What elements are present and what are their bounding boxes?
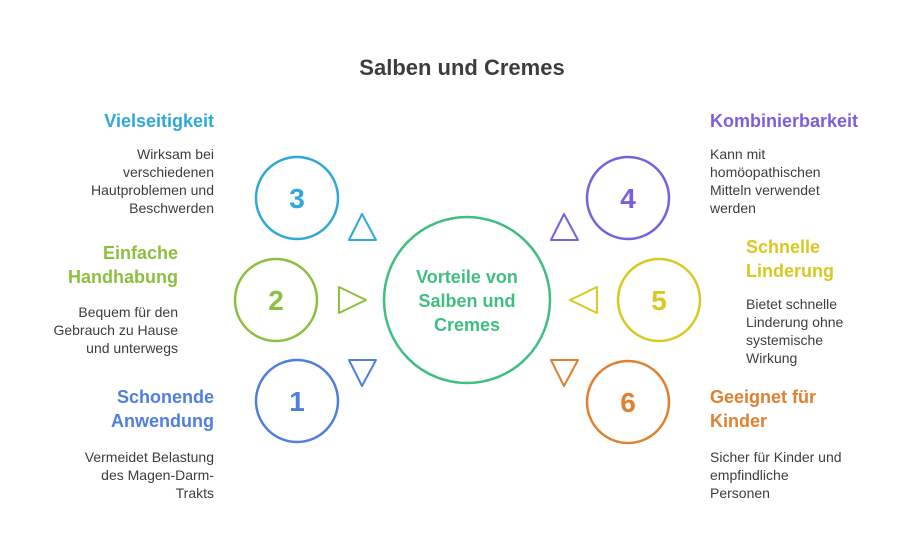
center-label-line-3: Cremes xyxy=(433,315,501,335)
node-6-number: 6 xyxy=(620,387,636,418)
heading-2-line-2: Handhabung xyxy=(68,267,178,287)
diagram-title: Salben und Cremes xyxy=(359,55,565,80)
heading-5: Schnelle Linderung xyxy=(746,235,834,283)
heading-2: Einfache Handhabung xyxy=(68,241,178,289)
node-1-circle xyxy=(254,358,340,444)
node-1-number: 1 xyxy=(289,386,305,417)
desc-3-line-4: Beschwerden xyxy=(129,200,214,216)
heading-1-line-2: Anwendung xyxy=(111,411,214,431)
desc-3-line-3: Hautproblemen und xyxy=(91,182,214,198)
heading-6: Geeignet für Kinder xyxy=(710,385,816,433)
desc-1-line-2: des Magen-Darm- xyxy=(101,467,214,483)
node-2-number: 2 xyxy=(268,285,284,316)
desc-6-line-3: Personen xyxy=(710,485,770,501)
desc-5-line-4: Wirkung xyxy=(746,350,798,366)
desc-4-line-2: homöopathischen xyxy=(710,164,821,180)
heading-3-line-1: Vielseitigkeit xyxy=(104,111,214,131)
center-label-line-1: Vorteile von xyxy=(416,267,518,287)
heading-5-line-1: Schnelle xyxy=(746,237,821,257)
desc-5-line-2: Linderung ohne xyxy=(746,314,844,330)
desc-5-line-3: systemische xyxy=(746,332,824,348)
node-1: 1 xyxy=(254,358,340,444)
desc-2-line-2: Gebrauch zu Hause xyxy=(53,322,178,338)
node-5: 5 xyxy=(616,257,702,343)
desc-1: Vermeidet Belastung des Magen-Darm- Trak… xyxy=(85,448,214,502)
node-6: 6 xyxy=(585,359,671,445)
desc-2-line-3: und unterwegs xyxy=(86,340,178,356)
node-6-circle xyxy=(585,359,671,445)
arrow-4-icon xyxy=(550,213,579,241)
desc-3-line-2: verschiedenen xyxy=(122,164,214,180)
desc-3-line-1: Wirksam bei xyxy=(136,146,214,162)
desc-6: Sicher für Kinder und empfindliche Perso… xyxy=(710,448,842,502)
desc-6-line-2: empfindliche xyxy=(710,467,789,483)
node-2: 2 xyxy=(233,257,319,343)
desc-2: Bequem für den Gebrauch zu Hause und unt… xyxy=(53,303,178,357)
desc-4-line-1: Kann mit xyxy=(710,146,766,162)
node-5-number: 5 xyxy=(651,285,667,316)
node-4-circle xyxy=(585,155,671,241)
heading-1-line-1: Schonende xyxy=(116,387,214,407)
heading-2-line-1: Einfache xyxy=(102,243,178,263)
node-3-number: 3 xyxy=(289,183,305,214)
heading-6-line-1: Geeignet für xyxy=(710,387,817,407)
desc-4-line-4: werden xyxy=(710,200,756,216)
desc-6-line-1: Sicher für Kinder und xyxy=(710,449,842,465)
desc-4: Kann mit homöopathischen Mitteln verwend… xyxy=(710,145,821,217)
heading-3: Vielseitigkeit xyxy=(104,109,214,133)
heading-4: Kombinierbarkeit xyxy=(710,109,858,133)
heading-6-line-2: Kinder xyxy=(710,411,768,431)
center-label: Vorteile von Salben und Cremes xyxy=(392,265,542,337)
center-label-line-2: Salben und xyxy=(418,291,516,311)
desc-4-line-3: Mitteln verwendet xyxy=(710,182,820,198)
arrow-6-icon xyxy=(550,359,579,387)
arrow-2-icon xyxy=(338,286,367,314)
arrow-3-icon xyxy=(348,213,377,241)
arrow-1-icon xyxy=(348,359,377,387)
desc-5: Bietet schnelle Linderung ohne systemisc… xyxy=(746,295,843,367)
node-4: 4 xyxy=(585,155,671,241)
heading-1: Schonende Anwendung xyxy=(111,385,214,433)
desc-3: Wirksam bei verschiedenen Hautproblemen … xyxy=(91,145,214,217)
node-3: 3 xyxy=(254,155,340,241)
desc-5-line-1: Bietet schnelle xyxy=(746,296,838,312)
node-3-circle xyxy=(254,155,340,241)
center-circle xyxy=(382,215,552,385)
heading-5-line-2: Linderung xyxy=(746,261,834,281)
desc-2-line-1: Bequem für den xyxy=(78,304,178,320)
arrow-5-icon xyxy=(569,286,598,314)
desc-1-line-1: Vermeidet Belastung xyxy=(84,449,214,465)
node-2-circle xyxy=(233,257,319,343)
node-4-number: 4 xyxy=(620,183,636,214)
desc-1-line-3: Trakts xyxy=(175,485,214,501)
heading-4-line-1: Kombinierbarkeit xyxy=(710,111,859,131)
node-5-circle xyxy=(616,257,702,343)
